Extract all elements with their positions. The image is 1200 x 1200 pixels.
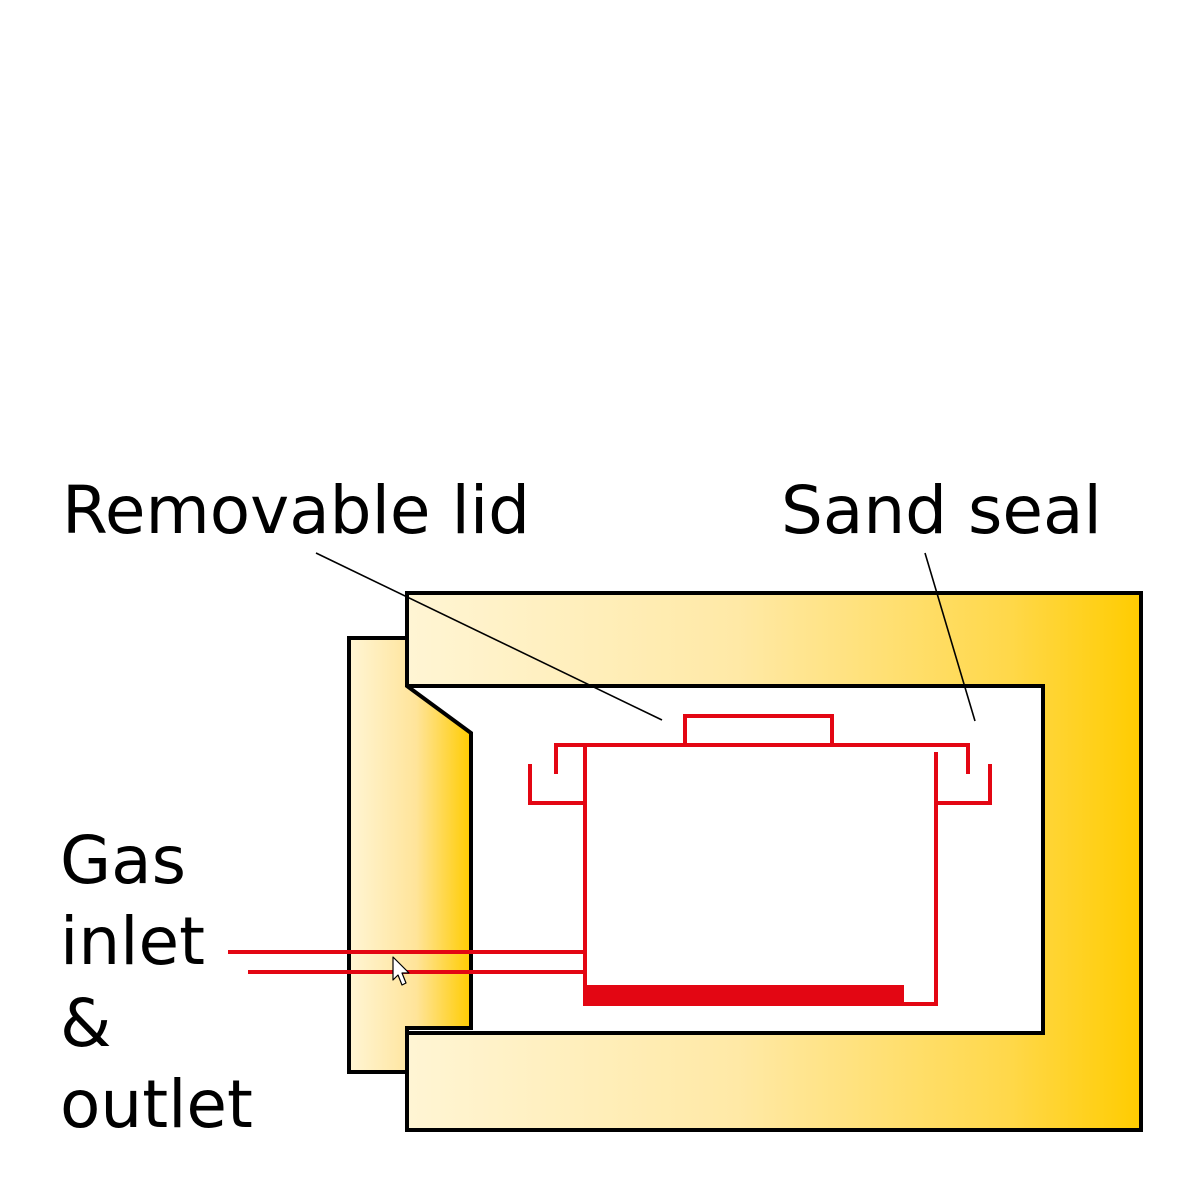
pot-lid [554, 743, 970, 774]
mouse-pointer-icon [392, 956, 410, 986]
pot-charge [586, 985, 904, 1003]
removable-lid-plug [347, 636, 473, 1074]
furnace-body [405, 591, 1143, 1132]
gas-label-line-1: Gas [60, 822, 186, 899]
gas-label-line-2: inlet [60, 903, 205, 980]
removable-lid-leader [315, 552, 663, 721]
sand-seal-label: Sand seal [781, 472, 1102, 549]
sand-seal-channel-left [528, 764, 585, 805]
pot-body [583, 745, 938, 1006]
gas-label-line-4: outlet [60, 1066, 253, 1143]
removable-lid-label: Removable lid [62, 472, 530, 549]
crucible [528, 714, 992, 1006]
sand-seal-leader [924, 552, 976, 722]
pot-lid-knob [683, 714, 834, 744]
sand-seal-channel-right [936, 764, 992, 805]
gas-label-line-3: & [60, 985, 111, 1062]
